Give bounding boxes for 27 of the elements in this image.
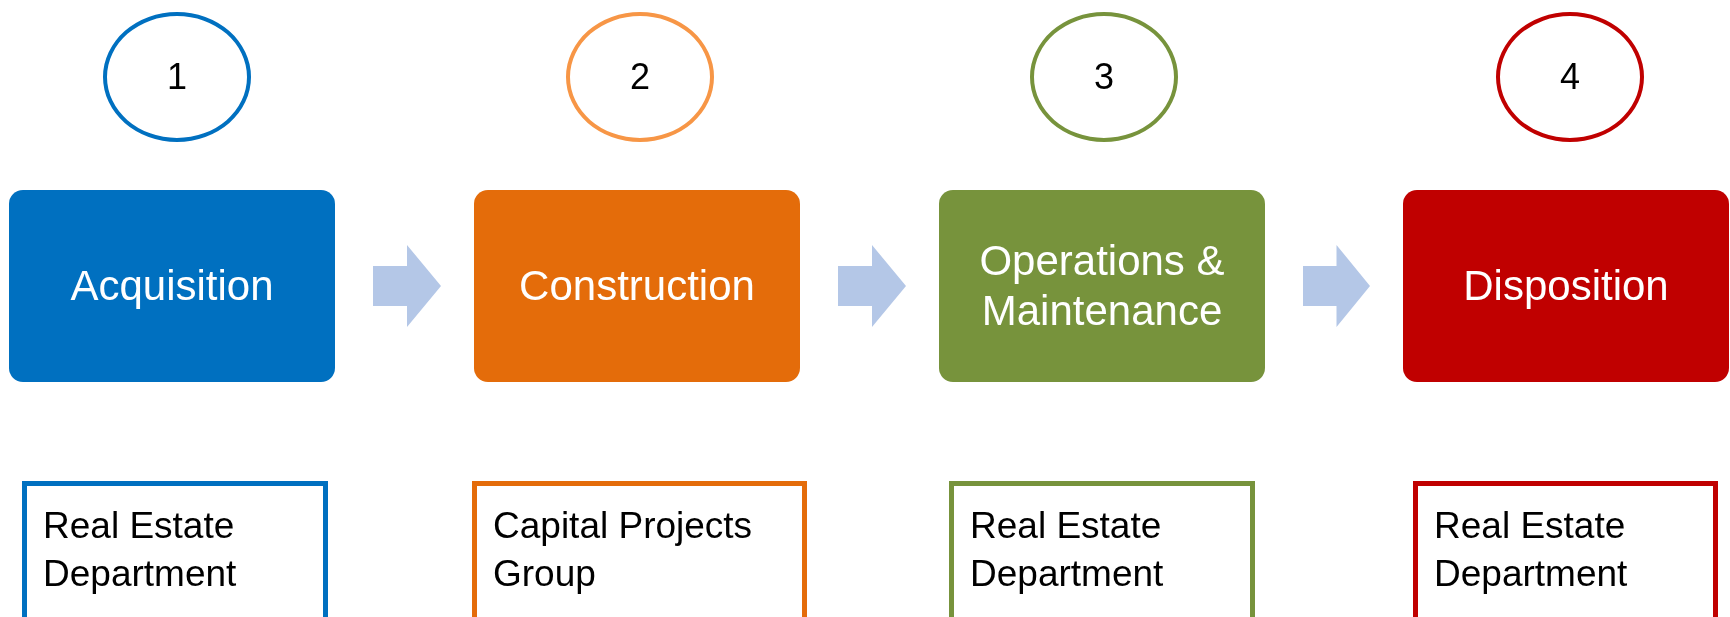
owner-box: [22, 481, 328, 617]
step-number-circle: [103, 12, 251, 142]
label-text: Construction: [519, 260, 755, 311]
label-text: 1: [167, 56, 187, 98]
label-text: Real Estate Department: [970, 505, 1164, 595]
label-text: Capital Projects Group: [493, 505, 753, 595]
owner-box: [1413, 481, 1718, 617]
owner-box: [949, 481, 1255, 617]
process-box: [474, 190, 800, 382]
label-text: Real Estate Department: [1434, 505, 1628, 595]
block-arrow: [373, 245, 441, 327]
process-box: [9, 190, 335, 382]
owner-box: [472, 481, 807, 617]
label-text: 4: [1560, 56, 1580, 98]
label-text: 3: [1094, 56, 1114, 98]
step-number-circle: [566, 12, 714, 142]
step-number-circle: [1030, 12, 1178, 142]
label-text: Operations & Maintenance: [978, 235, 1226, 336]
label-text: Real Estate Department: [43, 505, 237, 595]
block-arrow: [838, 245, 906, 327]
label-text: 2: [630, 56, 650, 98]
block-arrow: [1303, 245, 1370, 327]
label-text: Disposition: [1463, 260, 1669, 311]
label-text: Acquisition: [70, 260, 274, 311]
process-box: [939, 190, 1265, 382]
step-number-circle: [1496, 12, 1644, 142]
process-box: [1403, 190, 1729, 382]
